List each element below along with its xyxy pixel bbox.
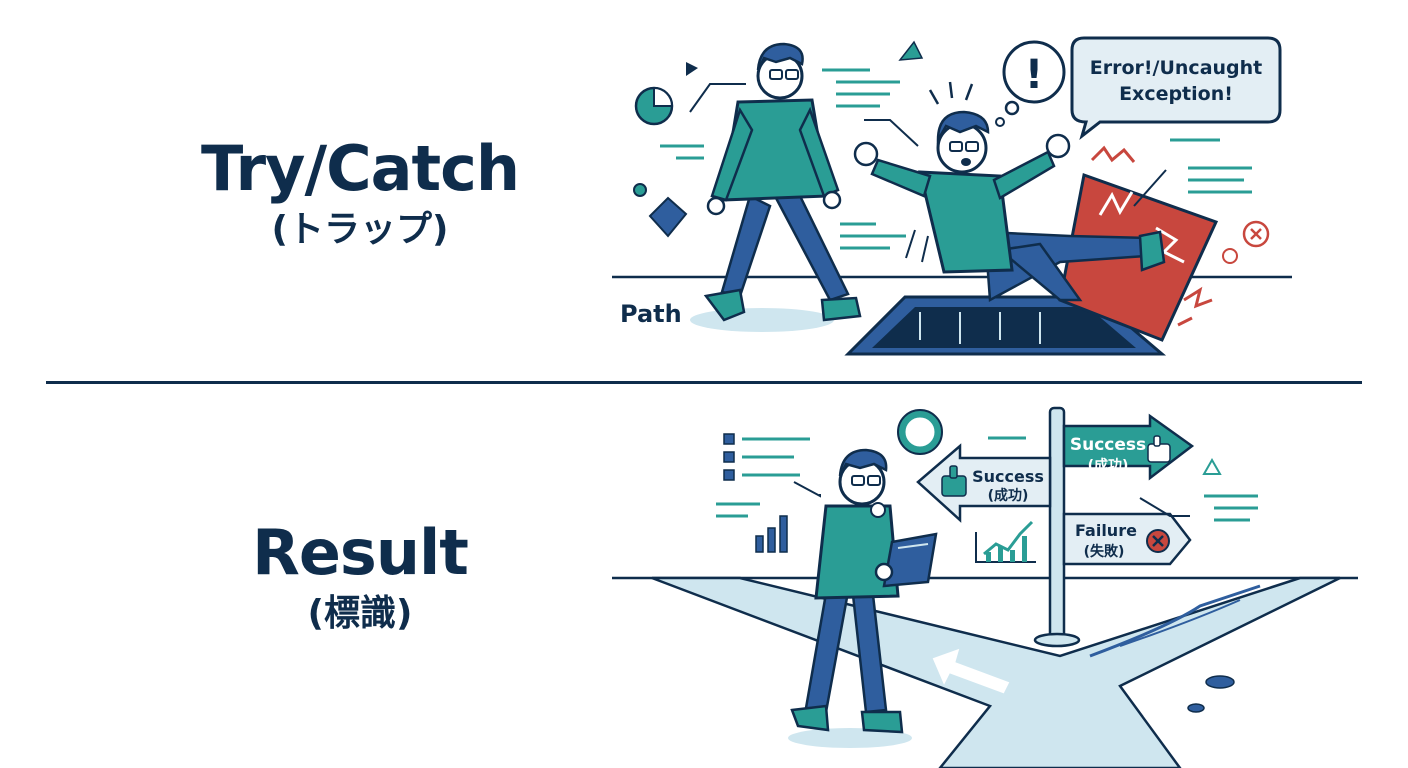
try-catch-panel: Try/Catch (トラップ) Path <box>0 0 1408 380</box>
sign-success-left-line2: (成功) <box>988 487 1029 504</box>
sign-failure-line1: Failure <box>1075 521 1137 540</box>
walking-person <box>703 42 862 322</box>
diamond-decoration <box>648 196 688 238</box>
x-circle-icon <box>1146 529 1170 553</box>
section-divider <box>46 381 1362 384</box>
sign-success-right: Success (成功) <box>1062 413 1195 481</box>
sign-failure-line2: (失敗) <box>1084 543 1125 560</box>
pie-chart-icon <box>634 86 674 126</box>
error-speech-bubble: Error!/Uncaught Exception! <box>1070 36 1282 141</box>
triangle-decoration <box>686 62 698 76</box>
info-lines <box>716 436 1258 522</box>
sign-success-right-line1: Success <box>1070 435 1146 455</box>
connector-line <box>689 83 746 113</box>
alert-bubble: ! <box>995 40 1066 127</box>
walker-shadow <box>690 308 834 332</box>
donut-chart-icon <box>897 409 943 455</box>
connector-line <box>864 119 919 147</box>
pit-trap <box>844 295 1167 356</box>
falling-person <box>853 81 1166 303</box>
forked-road <box>651 576 1341 768</box>
path-label: Path <box>620 300 682 328</box>
triangle-decoration <box>898 40 924 61</box>
speech-line-1: Error!/Uncaught <box>1090 57 1263 79</box>
connector-line <box>1133 169 1167 207</box>
try-catch-subtitle: (トラップ) <box>271 209 449 250</box>
arrow-icon <box>931 647 1011 695</box>
result-panel: Result (標識) Success (成功) <box>0 386 1408 768</box>
result-illustration: Success (成功) Success (成功) Failure (失敗) <box>612 406 1358 768</box>
dot-decoration <box>633 183 647 197</box>
thumbs-up-icon <box>1147 435 1171 463</box>
triangle-decoration <box>1202 457 1222 475</box>
try-catch-title: Try/Catch <box>201 132 520 205</box>
list-icon <box>723 433 735 481</box>
line-chart-icon <box>975 520 1036 563</box>
thumbs-up-icon <box>941 465 967 497</box>
thinking-person <box>788 448 938 748</box>
connector-line <box>1139 497 1190 517</box>
bar-chart-icon <box>755 515 788 553</box>
sign-failure: Failure (失敗) <box>1062 512 1192 566</box>
result-title: Result <box>252 516 469 589</box>
info-lines <box>660 68 1252 250</box>
connector-line <box>793 481 821 498</box>
speech-line-2: Exception! <box>1119 83 1233 105</box>
tablet-icon <box>882 532 938 588</box>
try-catch-illustration: Path <box>612 36 1292 356</box>
result-subtitle: (標識) <box>307 593 413 634</box>
exclamation-icon: ! <box>1025 52 1043 98</box>
sign-success-left: Success (成功) <box>916 443 1052 523</box>
sign-success-right-line2: (成功) <box>1088 457 1129 474</box>
x-circle-icon <box>1222 220 1270 264</box>
sign-success-left-line1: Success <box>972 467 1044 486</box>
